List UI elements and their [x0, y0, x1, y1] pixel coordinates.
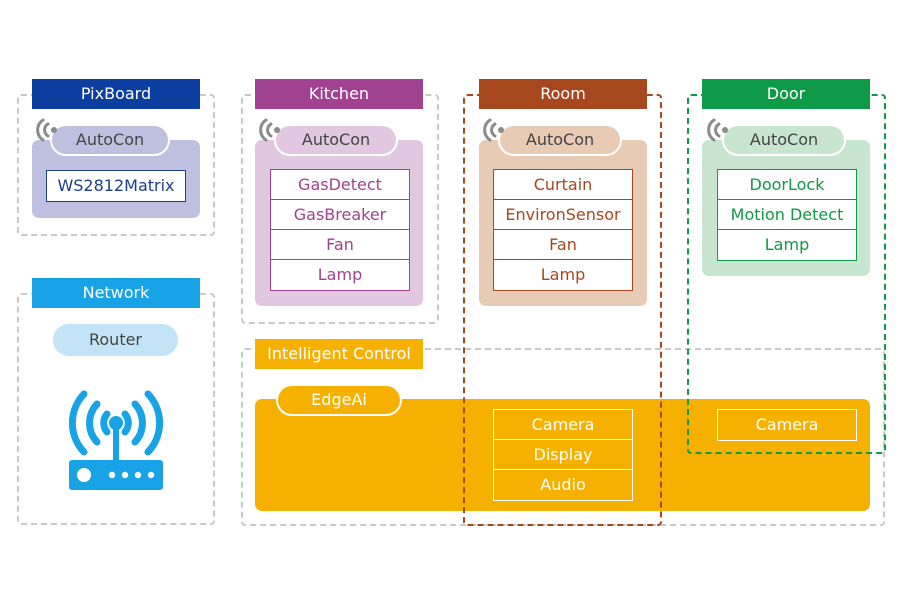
intelligent-control-header: Intelligent Control — [255, 339, 423, 369]
device-camera: Camera — [494, 410, 632, 440]
wifi-router-icon — [68, 390, 164, 490]
wifi-signal-icon — [36, 118, 57, 142]
device-curtain: Curtain — [494, 170, 632, 200]
device-lamp: Lamp — [317, 265, 363, 284]
room-device-list: Curtain EnvironSensor Fan Lamp — [493, 169, 633, 291]
device-lamp: Lamp — [540, 265, 586, 284]
device-fan: Fan — [271, 230, 409, 260]
device-fan: Fan — [494, 230, 632, 260]
router-pill: Router — [53, 324, 178, 356]
device-ws2812matrix: WS2812Matrix — [57, 176, 175, 195]
room-edge-device-list: Camera Display Audio — [493, 409, 633, 501]
edgeai-panel — [255, 399, 870, 511]
device-lamp: Lamp — [764, 235, 810, 254]
device-camera: Camera — [755, 415, 819, 434]
pixboard-device-list: WS2812Matrix — [46, 170, 186, 202]
door-header: Door — [702, 79, 870, 109]
room-header: Room — [479, 79, 647, 109]
device-doorlock: DoorLock — [718, 170, 856, 200]
kitchen-autocon-pill: AutoCon — [274, 124, 398, 156]
pixboard-autocon-pill: AutoCon — [50, 124, 170, 156]
door-autocon-pill: AutoCon — [722, 124, 846, 156]
kitchen-device-list: GasDetect GasBreaker Fan Lamp — [270, 169, 410, 291]
device-gasbreaker: GasBreaker — [271, 200, 409, 230]
door-device-list: DoorLock Motion Detect Lamp — [717, 169, 857, 261]
edgeai-pill: EdgeAi — [276, 384, 402, 416]
door-edge-device-list: Camera — [717, 409, 857, 441]
device-display: Display — [494, 440, 632, 470]
pixboard-header: PixBoard — [32, 79, 200, 109]
room-autocon-pill: AutoCon — [498, 124, 622, 156]
network-header: Network — [32, 278, 200, 308]
device-environsensor: EnvironSensor — [494, 200, 632, 230]
wifi-signal-icon — [259, 118, 280, 142]
wifi-signal-icon — [483, 118, 504, 142]
device-motion-detect: Motion Detect — [718, 200, 856, 230]
kitchen-header: Kitchen — [255, 79, 423, 109]
wifi-signal-icon — [707, 118, 728, 142]
device-audio: Audio — [540, 475, 586, 494]
device-gasdetect: GasDetect — [271, 170, 409, 200]
